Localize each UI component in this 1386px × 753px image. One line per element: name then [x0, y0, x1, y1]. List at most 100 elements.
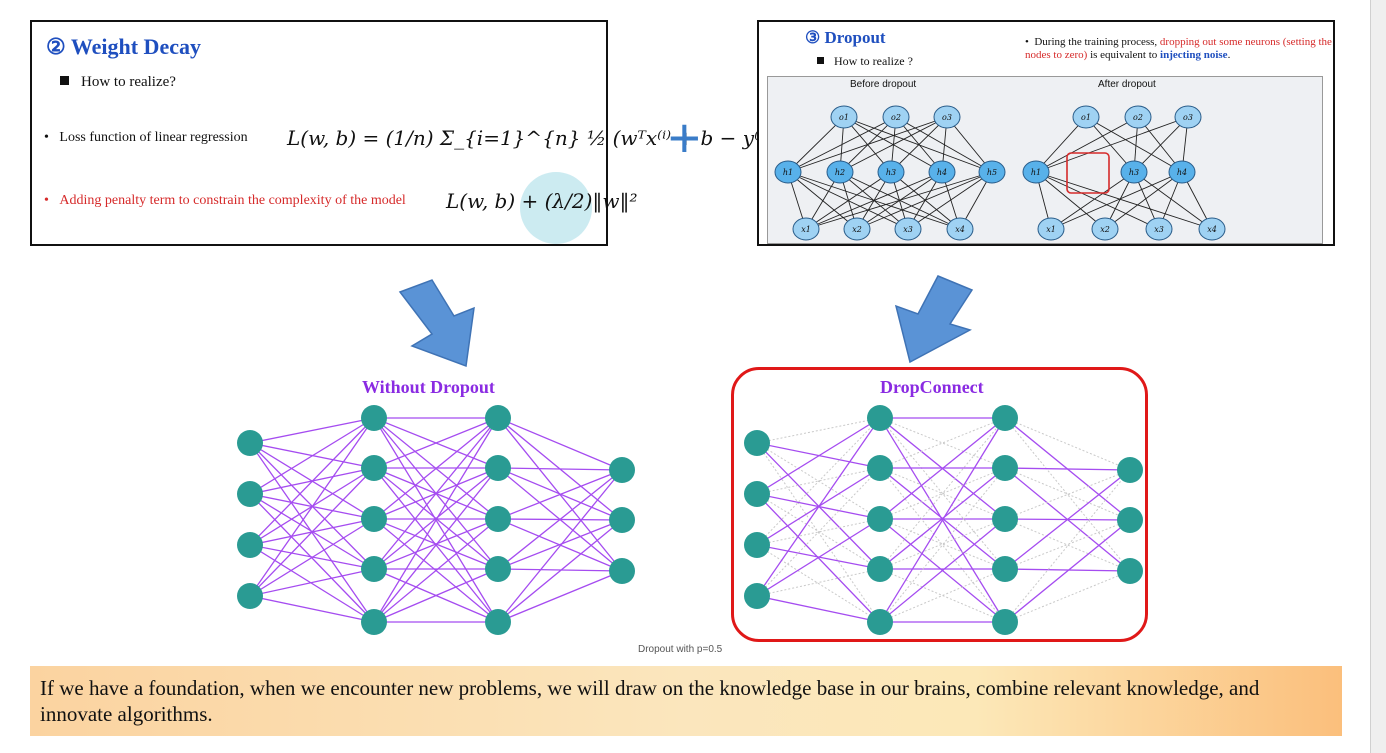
before-dropout-edge — [843, 116, 993, 173]
dropconnect-edge — [879, 417, 1006, 570]
dropconnect-node — [867, 506, 893, 532]
note-blue: injecting noise — [1160, 49, 1228, 61]
after-dropout-node — [1168, 160, 1196, 184]
without-dropout-edge — [249, 518, 375, 597]
after-dropout-edge — [1035, 116, 1189, 173]
without-dropout-edge — [249, 568, 375, 597]
without-dropout-node — [485, 556, 511, 582]
penalty-bullet: • Adding penalty term to constrain the c… — [44, 193, 406, 208]
dropconnect-node — [744, 481, 770, 507]
dropconnect-edge — [756, 518, 881, 546]
without-dropout-node — [237, 430, 263, 456]
without-dropout-edge — [373, 467, 499, 570]
dropconnect-edge — [756, 417, 881, 495]
after-dropout-edge — [1133, 171, 1213, 230]
vertical-scrollbar[interactable] — [1370, 0, 1386, 753]
dropconnect-node — [992, 556, 1018, 582]
dropconnect-edge — [879, 417, 1006, 623]
without-dropout-node — [361, 455, 387, 481]
before-dropout-edge — [805, 171, 993, 230]
dropconnect-edge — [879, 467, 1006, 623]
conclusion-text: If we have a foundation, when we encount… — [40, 676, 1260, 726]
after-dropout-node — [1037, 217, 1065, 241]
without-dropout-node — [237, 532, 263, 558]
dropconnect-frame — [731, 367, 1148, 642]
dropconnect-edge — [756, 467, 881, 597]
after-dropout-node-label: x3 — [1154, 225, 1164, 234]
before-dropout-node — [877, 160, 905, 184]
dropout-subtitle: How to realize ? — [817, 54, 913, 69]
dropped-node-marker — [1066, 152, 1110, 194]
dropconnect-node — [744, 532, 770, 558]
conclusion-banner: If we have a foundation, when we encount… — [30, 666, 1342, 736]
dropconnect-title: DropConnect — [880, 377, 984, 397]
before-dropout-node — [928, 160, 956, 184]
dropconnect-edge — [1004, 519, 1131, 623]
dropconnect-edge — [1004, 467, 1131, 471]
loss-formula: L(w, b) = (1/n) Σ_{i=1}^{n} ½ (wᵀx⁽ⁱ⁾ + … — [287, 126, 784, 150]
before-dropout-node — [882, 105, 910, 129]
dropconnect-edge — [1004, 519, 1131, 570]
after-dropout-edge — [1035, 116, 1087, 173]
before-dropout-edge — [895, 116, 993, 173]
plus-sign: + — [668, 106, 701, 169]
note-red: dropping out some neurons (setting the n… — [1025, 36, 1332, 61]
without-dropout-node — [609, 507, 635, 533]
dropout-title: ③ Dropout — [805, 28, 886, 47]
before-dropout-node-label: h1 — [783, 168, 793, 177]
before-dropout-node — [826, 160, 854, 184]
before-dropout-node-label: h2 — [835, 168, 845, 177]
after-dropout-node-label: o3 — [1183, 113, 1193, 122]
dropconnect-edge — [879, 568, 1006, 623]
before-dropout-node — [894, 217, 922, 241]
weight-decay-panel: ② Weight Decay How to realize? • Loss fu… — [30, 20, 784, 246]
without-dropout-edge — [373, 417, 499, 520]
loss-bullet-text: Loss function of linear regression — [59, 130, 248, 145]
loss-bullet: • Loss function of linear regression — [44, 130, 248, 145]
before-dropout-node-label: o2 — [891, 113, 901, 122]
dropconnect-edge — [1004, 469, 1131, 570]
dropconnect-edge — [1004, 467, 1131, 521]
dropconnect-edge — [1004, 570, 1131, 623]
without-dropout-edge — [497, 417, 623, 471]
dropconnect-node — [992, 609, 1018, 635]
after-dropout-node — [1120, 160, 1148, 184]
without-dropout-edge — [249, 417, 375, 546]
without-dropout-edge — [497, 519, 623, 623]
without-dropout-edge — [249, 417, 375, 495]
dropconnect-edge — [879, 518, 1006, 570]
dropconnect-edge — [756, 595, 881, 623]
without-dropout-node — [485, 455, 511, 481]
dropconnect-edge — [879, 467, 1006, 520]
dropconnect-edge — [879, 467, 1006, 520]
dropconnect-edge — [1004, 518, 1131, 572]
before-dropout-edge — [843, 116, 943, 173]
dropout-panel: ③ Dropout How to realize ? • During the … — [757, 20, 1335, 246]
before-dropout-node-label: o1 — [839, 113, 849, 122]
dropconnect-node — [744, 583, 770, 609]
before-dropout-node-label: h4 — [937, 168, 947, 177]
before-dropout-node-label: x2 — [852, 225, 862, 234]
dropconnect-edge — [756, 417, 881, 546]
without-dropout-node — [485, 609, 511, 635]
without-dropout-edge — [249, 417, 375, 444]
after-dropout-node-label: x4 — [1207, 225, 1217, 234]
after-dropout-node-label: x2 — [1100, 225, 1110, 234]
after-dropout-node — [1072, 105, 1100, 129]
dropout-note: • During the training process, dropping … — [1025, 36, 1332, 61]
without-dropout-edge — [497, 467, 623, 471]
dropconnect-edge — [1004, 417, 1131, 471]
before-dropout-node-label: x1 — [801, 225, 811, 234]
before-dropout-node — [978, 160, 1006, 184]
dropconnect-edge — [879, 518, 1006, 570]
before-dropout-node — [933, 105, 961, 129]
without-dropout-node — [609, 457, 635, 483]
after-dropout-node — [1022, 160, 1050, 184]
penalty-bullet-text: Adding penalty term to constrain the com… — [59, 193, 406, 208]
dropconnect-edge — [1004, 469, 1131, 623]
weight-decay-subtitle-text: How to realize? — [81, 74, 176, 90]
without-dropout-edge — [249, 467, 375, 597]
before-dropout-node-label: h5 — [987, 168, 997, 177]
